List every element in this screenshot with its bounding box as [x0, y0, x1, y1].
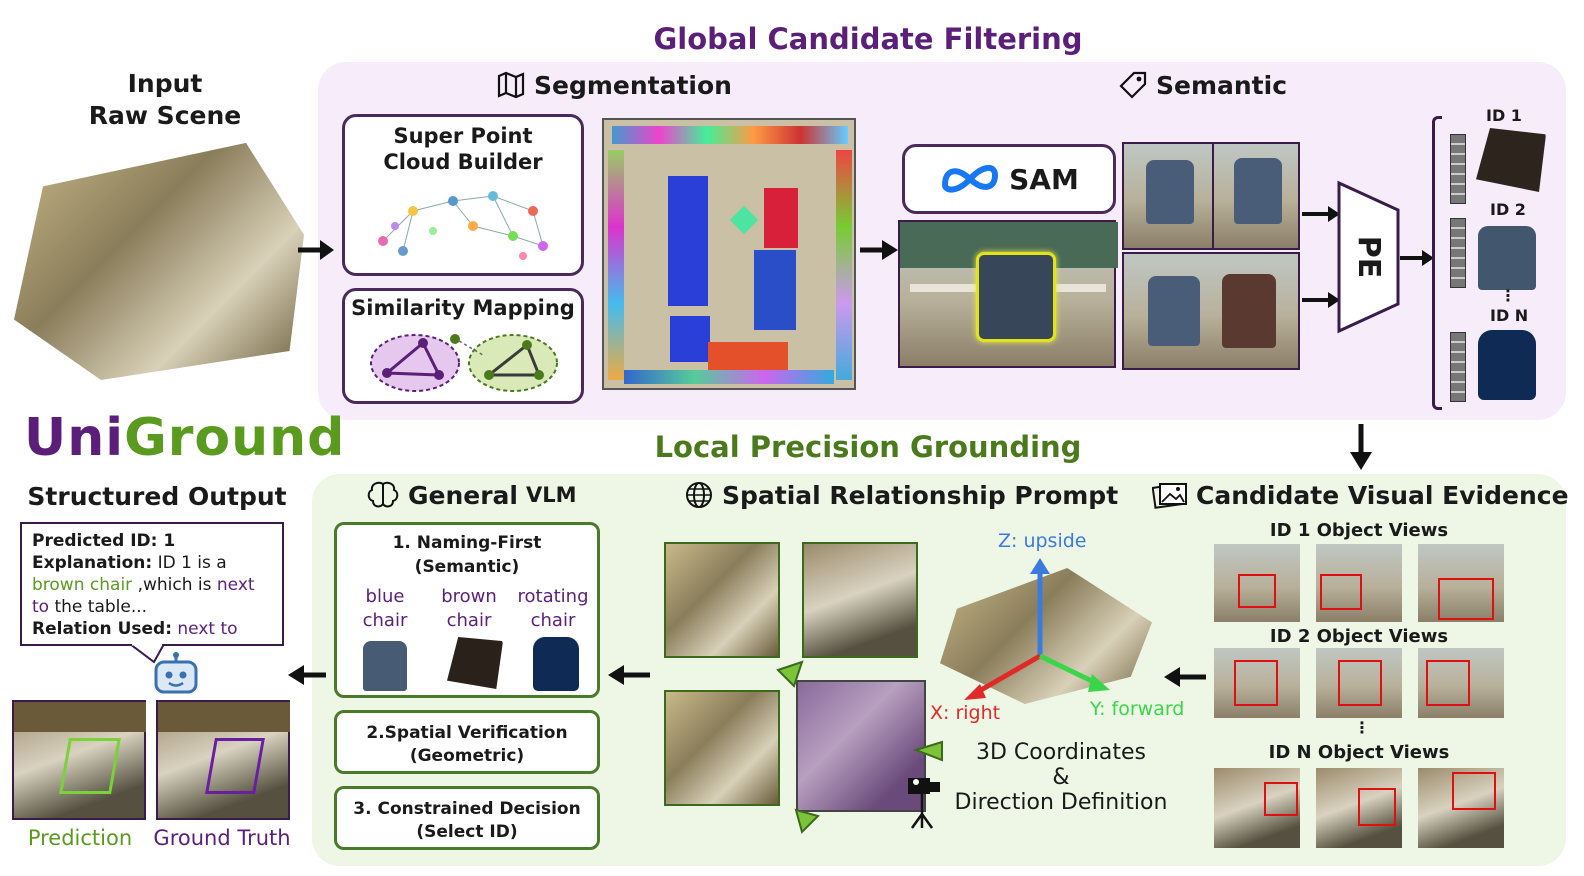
arrow-left-icon [288, 665, 326, 685]
super-point-box: Super Point Cloud Builder [342, 114, 584, 276]
rotating-chair-image [1478, 330, 1536, 400]
ground-truth-label: Ground Truth [153, 826, 291, 850]
map-icon [497, 71, 525, 99]
input-label: Input Raw Scene [88, 69, 242, 130]
embedding-bracket [1432, 116, 1442, 410]
chair-crops-row2 [1122, 252, 1300, 370]
arrow-icon [1302, 292, 1340, 308]
point-cloud-graph [378, 191, 548, 260]
raw-scene-image [14, 142, 304, 380]
prediction-label: Prediction [27, 826, 133, 850]
output-box: Predicted ID: 1 Explanation: ID 1 is a b… [20, 522, 284, 646]
id1-view-3 [1418, 544, 1504, 622]
chair-crops-row1 [1122, 142, 1300, 250]
arrow-icon [298, 240, 334, 260]
id-dots: ⋮ [1500, 286, 1516, 305]
local-title: Local Precision Grounding [654, 430, 1082, 464]
camera-tripod-icon [908, 778, 940, 829]
x-axis-label: X: right [930, 702, 1001, 724]
id1-view-1 [1214, 544, 1300, 622]
similarity-mapping-box: Similarity Mapping [342, 288, 584, 404]
brown-chair-thumb [447, 637, 503, 689]
image-gallery-icon [1152, 483, 1187, 509]
id-2-label: ID 2 [1490, 200, 1526, 219]
idn-view-3 [1418, 768, 1504, 848]
arrow-left-icon [1164, 667, 1206, 687]
arrow-down-icon [1350, 424, 1372, 470]
pe-encoder-shape [1337, 180, 1400, 334]
blue-chair-thumb [363, 641, 407, 691]
ground-truth-image [156, 700, 290, 820]
embedding-vector-n [1450, 332, 1466, 402]
evidence-header: Candidate Visual Evidence [1152, 480, 1569, 510]
idn-view-1 [1214, 768, 1300, 848]
robot-icon [154, 652, 198, 694]
evidence-dots: ⋮ [1354, 718, 1370, 737]
idn-view-2 [1316, 768, 1402, 848]
embedding-vector-2 [1450, 218, 1466, 288]
brand-title: UniGround [24, 408, 346, 468]
view-image-2 [802, 542, 918, 658]
rotating-chair-thumb [533, 637, 579, 691]
similarity-graph [370, 334, 558, 392]
arrow-icon [1302, 206, 1340, 222]
sam-room-image [898, 220, 1118, 368]
coordinates-caption: 3D Coordinates & Direction Definition [954, 740, 1168, 815]
id2-view-1 [1214, 648, 1300, 718]
id1-views-label: ID 1 Object Views [1269, 520, 1449, 541]
constrained-decision-box: 3. Constrained Decision (Select ID) [334, 786, 600, 850]
spatial-header: Spatial Relationship Prompt [684, 480, 1118, 510]
structured-output-header: Structured Output [27, 482, 287, 511]
idn-views-label: ID N Object Views [1268, 742, 1450, 763]
sam-box: SAM [902, 144, 1116, 214]
semantic-header: Semantic [1118, 70, 1287, 100]
view-image-3 [664, 690, 780, 806]
prediction-image [12, 700, 146, 820]
y-axis-label: Y: forward [1090, 698, 1185, 720]
tag-icon [1119, 71, 1147, 99]
arrow-icon [860, 240, 898, 260]
blue-chair-image [1478, 226, 1536, 290]
brain-icon [367, 481, 399, 508]
id1-view-2 [1316, 544, 1402, 622]
z-axis-label: Z: upside [998, 530, 1087, 552]
pe-label: PE [1351, 235, 1386, 279]
speech-pointer [128, 644, 166, 664]
segmentation-header: Segmentation [496, 70, 732, 100]
spatial-verification-box: 2.Spatial Verification (Geometric) [334, 710, 600, 774]
view-image-1 [664, 542, 780, 658]
id2-view-3 [1418, 648, 1504, 718]
brown-chair-image [1476, 128, 1546, 192]
globe-icon [686, 482, 712, 508]
embedding-vector-1 [1450, 134, 1466, 204]
id-1-label: ID 1 [1486, 106, 1522, 125]
id2-views-label: ID 2 Object Views [1269, 626, 1449, 647]
arrow-icon [1400, 250, 1434, 266]
meta-logo-icon [942, 165, 999, 193]
id2-view-2 [1316, 648, 1402, 718]
arrow-left-icon [608, 665, 650, 685]
camera-markers [776, 660, 943, 834]
global-title: Global Candidate Filtering [653, 22, 1083, 56]
coordinate-axes [964, 558, 1110, 700]
segmented-scene-image [602, 118, 856, 390]
id-n-label: ID N [1490, 306, 1529, 325]
top-down-view-image [796, 680, 926, 812]
